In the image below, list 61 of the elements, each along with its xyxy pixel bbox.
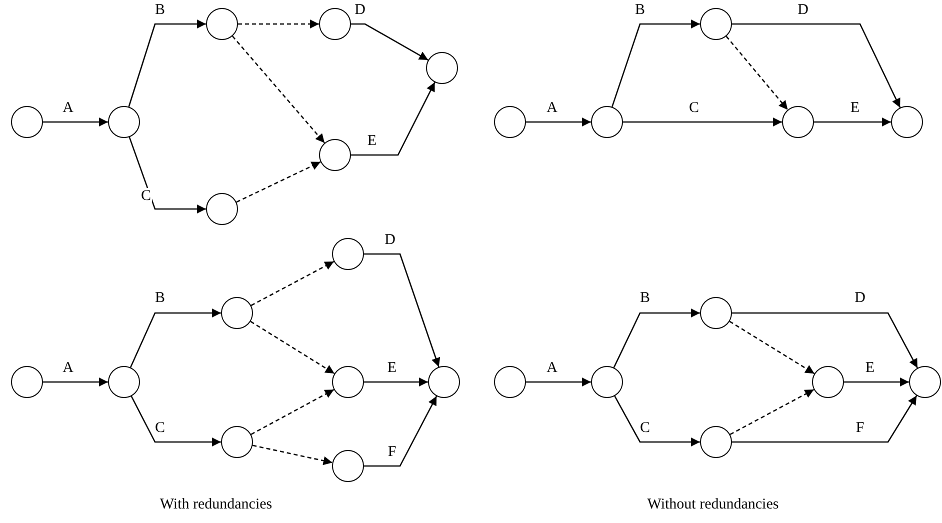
circle-node [206,193,238,225]
arrow [611,20,700,108]
arrow [364,378,428,386]
arrow [351,23,428,61]
circle-node [332,366,364,398]
circle-node [319,8,351,40]
arrow [526,118,591,126]
circle-node [812,366,844,398]
circle-node [108,366,140,398]
dashed-arrow [250,389,334,435]
arrow [130,396,221,446]
arrow [623,118,782,126]
circle-node [494,106,526,138]
circle-node [782,106,814,138]
dashed-arrow [250,320,335,374]
arrow [613,308,700,368]
circle-node [11,366,43,398]
circle-node [426,52,458,84]
circle-node [700,426,732,458]
dashed-arrow [250,260,334,306]
dashed-arrow [238,20,319,28]
arrow [351,82,436,156]
circle-node [700,8,732,40]
dashed-arrow [236,161,321,203]
circle-node [108,106,140,138]
dashed-arrow [730,388,814,436]
arrow [844,378,909,386]
arrow [43,118,108,126]
circle-node [591,366,623,398]
dashed-arrow [232,36,326,144]
circle-node [11,106,43,138]
dashed-arrow [726,36,788,110]
circle-node [891,106,923,138]
arrow [732,395,918,443]
arrow [732,23,901,108]
circle-node [332,450,364,482]
circle-node [494,366,526,398]
circle-node [319,139,351,171]
arrow [614,396,700,446]
arrow [814,118,891,126]
arrow [43,378,108,386]
arrow [128,136,206,214]
circle-node [700,297,732,329]
circle-node [206,8,238,40]
arrow [364,396,438,467]
dashed-arrow [729,320,815,374]
circle-node [909,366,941,398]
arrow [130,308,221,368]
circle-node [221,426,253,458]
arrow [526,378,591,386]
edge-label: C [140,188,152,204]
circle-node [332,238,364,270]
panel-caption: With redundancies [160,496,272,514]
panel-caption: Without redundancies [647,496,779,514]
arrow [732,312,918,368]
arrow [128,20,206,107]
circle-node [428,366,460,398]
circle-node [221,297,253,329]
arrow [364,253,440,368]
dashed-arrow [252,444,332,466]
circle-node [591,106,623,138]
